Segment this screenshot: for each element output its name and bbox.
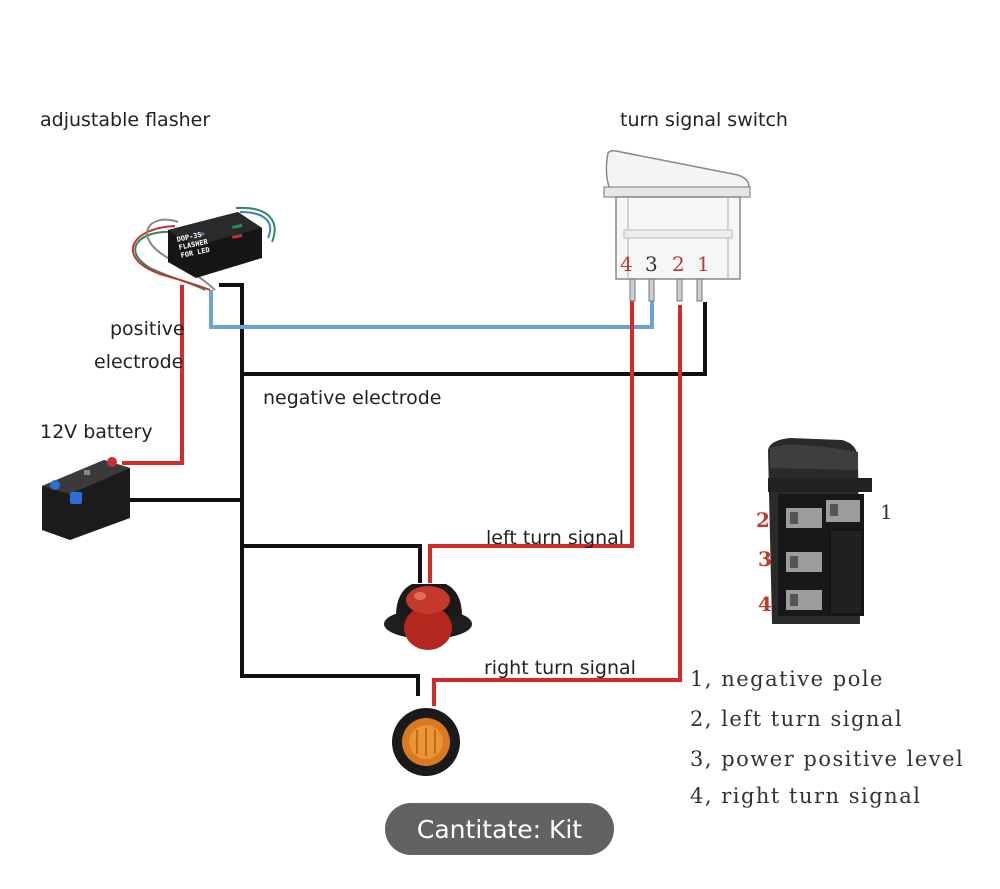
battery [42,457,130,540]
legend-item-4: 4, right turn signal [690,784,922,808]
legend-item-3: 3, power positive level [690,747,965,771]
battery-positive-wire [122,285,184,465]
switch-pin-3: 3 [645,252,658,276]
rocker-pin-1: 1 [880,500,893,524]
quantity-pill[interactable]: Cantitate: Kit [385,803,614,855]
negative-wires [128,283,707,696]
rocker-pin-2: 2 [756,508,770,532]
label-adjustable-flasher: adjustable flasher [40,109,211,131]
label-negative-electrode: negative electrode [263,387,442,409]
right-signal-wire [432,305,682,706]
legend-item-2: 2, left turn signal [690,707,904,731]
flasher-ground-wire [219,283,420,696]
switch-pin-2: 2 [672,252,685,276]
switch-pin-4: 4 [620,252,633,276]
positive-wires [122,285,682,706]
left-lamp-ground-wire [242,544,422,583]
label-turn-signal-switch: turn signal switch [620,109,788,131]
turn-signal-switch [603,150,751,302]
flasher-module [168,212,262,278]
switch-pin-1: 1 [697,252,710,276]
flasher-to-switch-wire [209,290,654,329]
rocker-pin-4: 4 [758,592,772,616]
label-right-turn-signal: right turn signal [484,657,636,679]
label-positive: positive [110,318,185,340]
rocker-switch [768,438,872,624]
label-electrode: electrode [94,351,184,373]
label-left-turn-signal: left turn signal [486,527,625,549]
left-turn-lamp [384,584,472,650]
legend-item-1: 1, negative pole [690,667,884,691]
rocker-pin-3: 3 [758,547,772,571]
label-battery: 12V battery [40,421,153,443]
quantity-text: Cantitate: Kit [416,814,583,844]
ground-bus-wire [242,302,707,376]
right-turn-lamp [392,708,460,776]
left-signal-wire [428,300,634,583]
